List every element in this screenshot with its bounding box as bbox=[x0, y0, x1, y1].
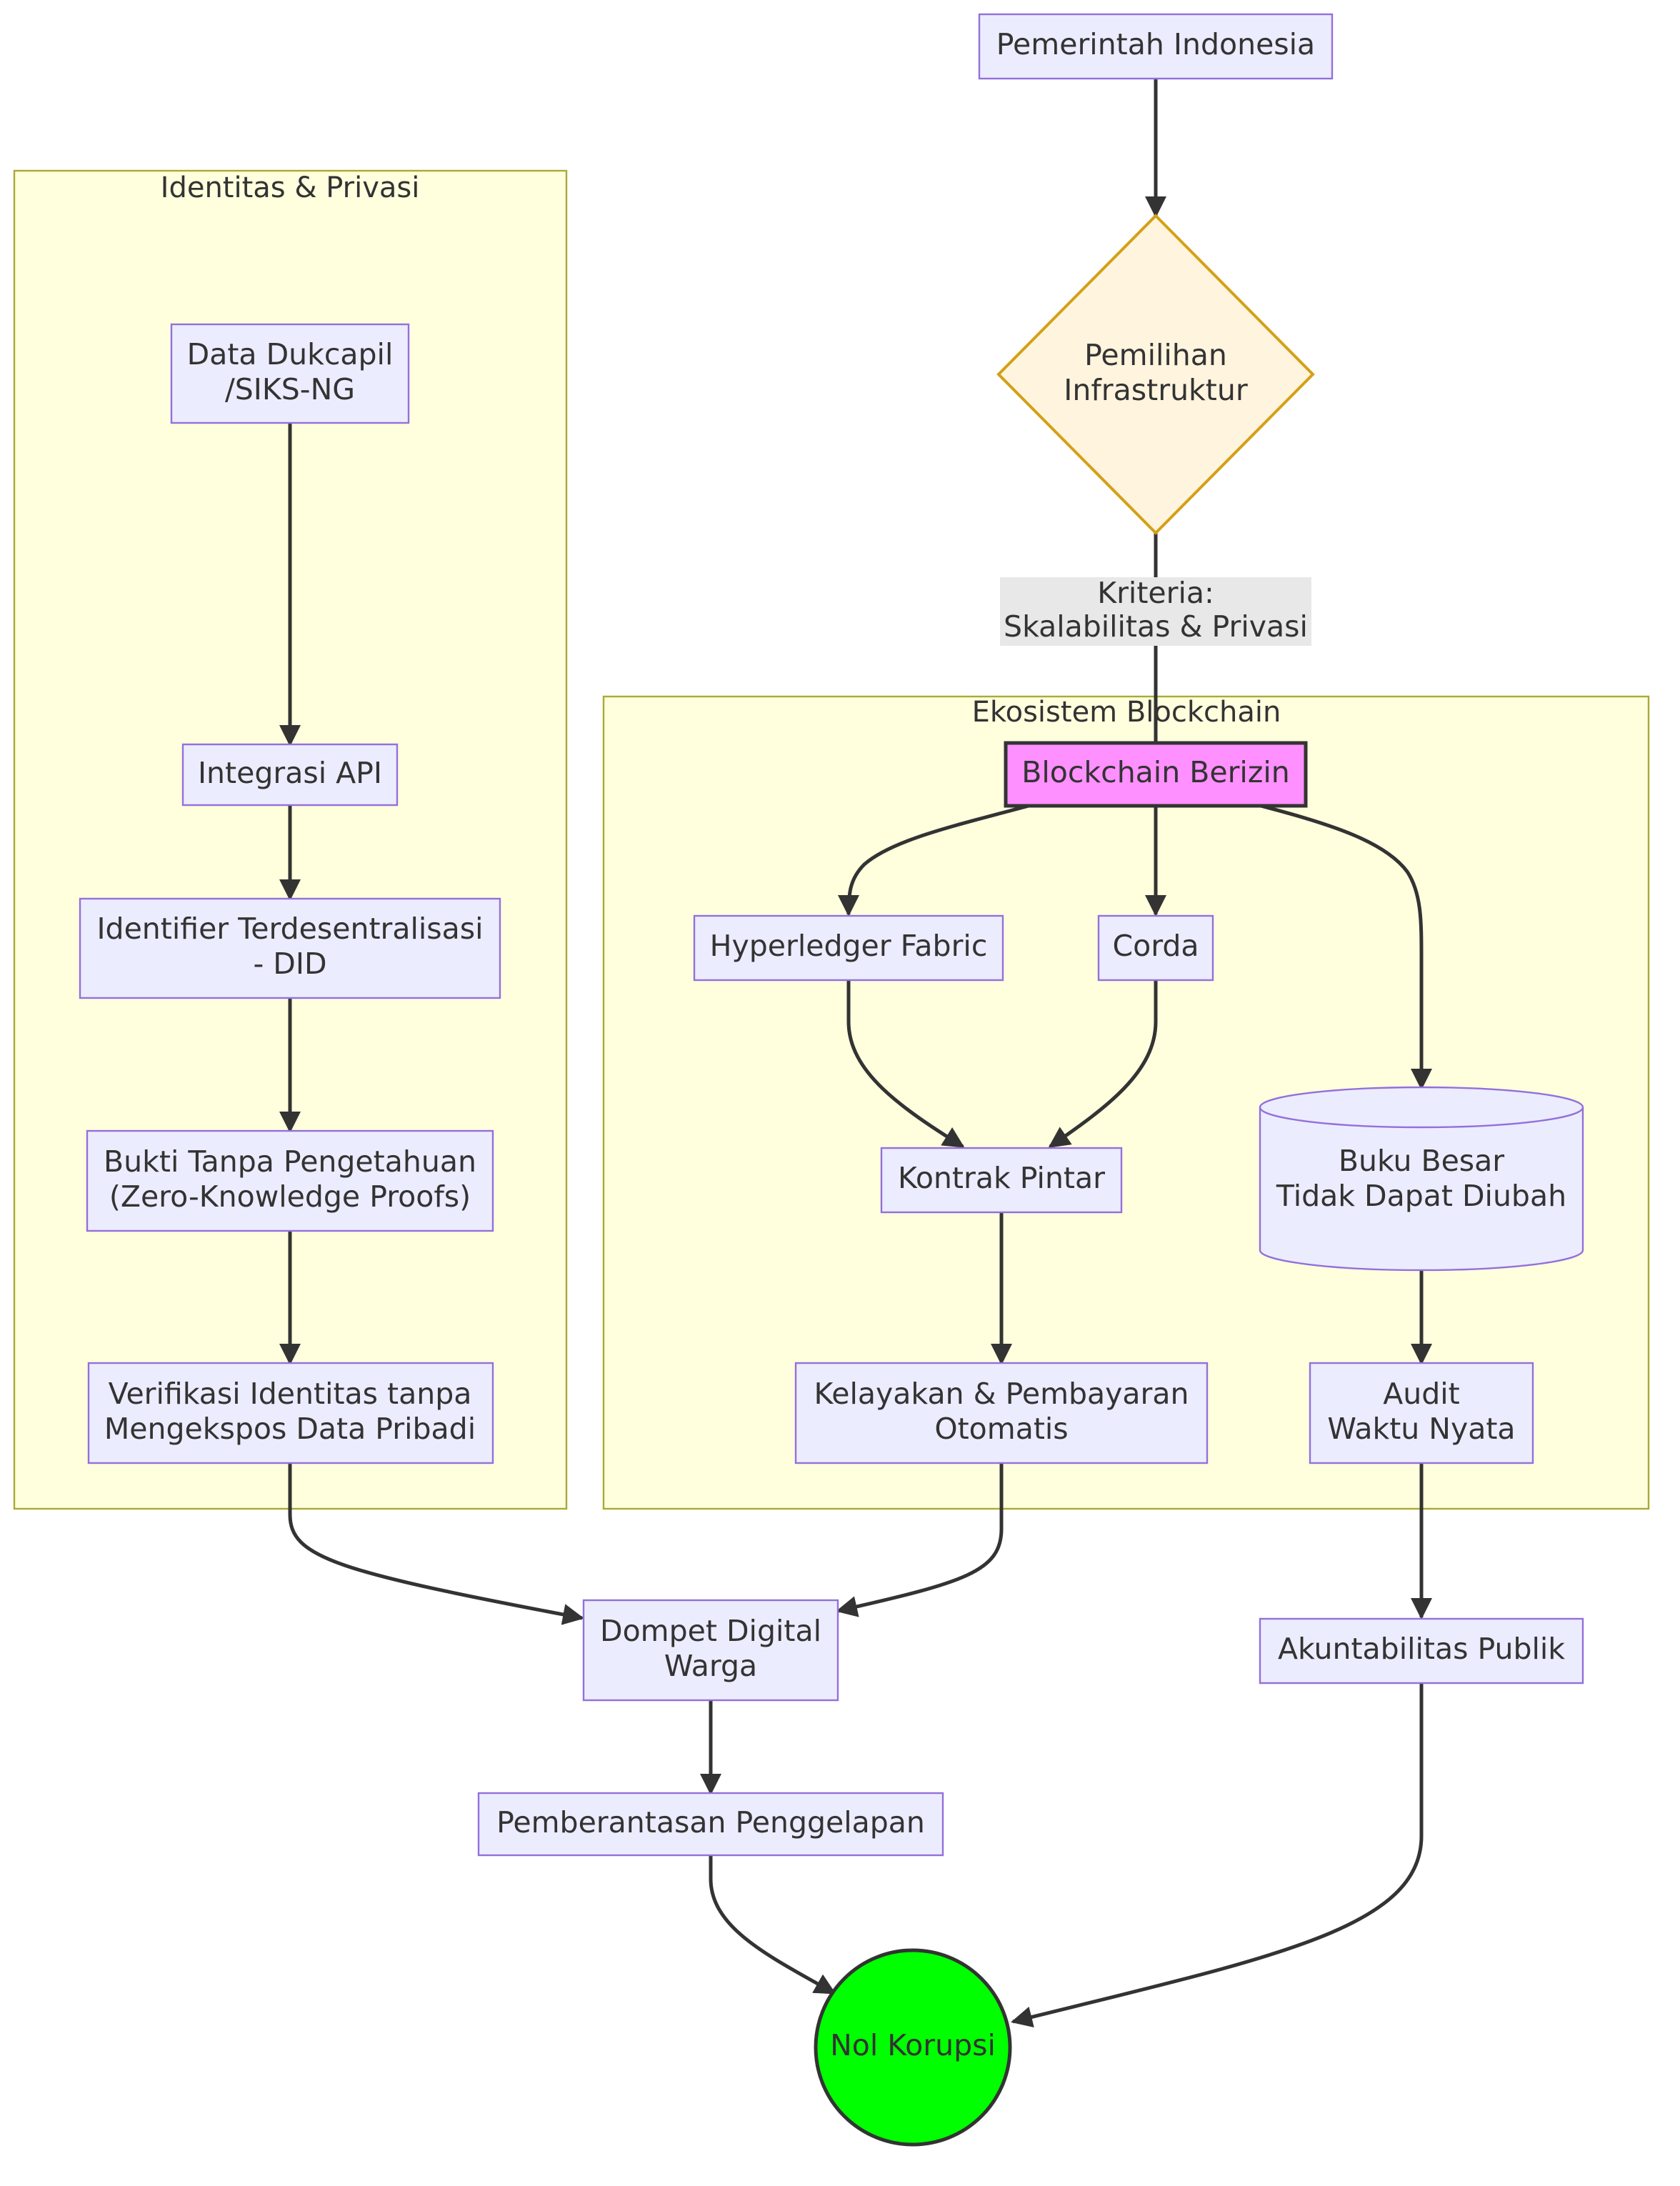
edge-permissioned-ledger bbox=[1260, 804, 1432, 1090]
node-embezzle-label: Pemberantasan Penggelapan bbox=[496, 1805, 925, 1840]
node-gov: Pemerintah Indonesia bbox=[978, 13, 1334, 80]
node-zero-label: Nol Korupsi bbox=[830, 2028, 996, 2062]
node-smart-label: Kontrak Pintar bbox=[898, 1161, 1105, 1195]
edge-label-criteria-line1: Kriteria: bbox=[1097, 576, 1214, 610]
node-permissioned-label: Blockchain Berizin bbox=[1021, 755, 1289, 789]
edge-label-criteria-line2: Skalabilitas & Privasi bbox=[1004, 609, 1308, 644]
node-wallet-line2: Warga bbox=[664, 1649, 757, 1683]
node-zkp: Bukti Tanpa Pengetahuan (Zero-Knowledge … bbox=[86, 1129, 494, 1232]
node-verify-line1: Verifikasi Identitas tanpa bbox=[109, 1377, 472, 1411]
edge-embezzle-zero bbox=[709, 1855, 836, 1995]
node-dukcapil-line2: /SIKS-NG bbox=[225, 372, 355, 406]
edge-accountability-zero bbox=[1011, 1683, 1424, 2028]
node-smart-contract: Kontrak Pintar bbox=[880, 1147, 1123, 1214]
node-eligibility-line2: Otomatis bbox=[934, 1412, 1068, 1446]
node-accountability: Akuntabilitas Publik bbox=[1259, 1617, 1584, 1685]
edge-permissioned-hyperledger bbox=[838, 804, 1029, 917]
node-hyperledger-label: Hyperledger Fabric bbox=[710, 929, 988, 963]
node-zkp-line1: Bukti Tanpa Pengetahuan bbox=[104, 1144, 476, 1179]
cluster-identity-title: Identitas & Privasi bbox=[161, 171, 420, 204]
node-did: Identifier Terdesentralisasi - DID bbox=[79, 897, 501, 999]
edges bbox=[279, 79, 1432, 2028]
node-audit-line1: Audit bbox=[1383, 1377, 1460, 1411]
node-audit: Audit Waktu Nyata bbox=[1309, 1362, 1534, 1464]
node-permissioned: Blockchain Berizin bbox=[1004, 741, 1308, 808]
node-infra-line2: Infrastruktur bbox=[1064, 373, 1248, 407]
edge-label-criteria: Kriteria: Skalabilitas & Privasi bbox=[1000, 576, 1311, 646]
node-did-line2: - DID bbox=[253, 947, 326, 981]
node-did-line1: Identifier Terdesentralisasi bbox=[96, 912, 483, 946]
node-api: Integrasi API bbox=[181, 743, 399, 807]
node-ledger-database: Buku Besar Tidak Dapat Diubah bbox=[1259, 1086, 1584, 1272]
node-wallet: Dompet Digital Warga bbox=[582, 1599, 839, 1702]
edge-eligibility-wallet bbox=[836, 1463, 1004, 1617]
node-ledger-line2: Tidak Dapat Diubah bbox=[1276, 1179, 1566, 1213]
node-verify: Verifikasi Identitas tanpa Mengekspos Da… bbox=[87, 1362, 494, 1464]
node-api-label: Integrasi API bbox=[198, 756, 382, 790]
node-audit-line2: Waktu Nyata bbox=[1327, 1412, 1515, 1446]
edge-corda-smart bbox=[1048, 980, 1158, 1149]
edge-verify-wallet bbox=[288, 1463, 584, 1625]
node-infra-line1: Pemilihan bbox=[1084, 338, 1227, 372]
node-infra-decision: Pemilihan Infrastruktur bbox=[996, 214, 1315, 535]
edge-hyperledger-smart bbox=[846, 980, 965, 1149]
node-corda-label: Corda bbox=[1113, 929, 1199, 963]
node-wallet-line1: Dompet Digital bbox=[600, 1614, 821, 1648]
node-embezzle: Pemberantasan Penggelapan bbox=[477, 1792, 944, 1857]
node-verify-line2: Mengekspos Data Pribadi bbox=[104, 1412, 476, 1446]
node-gov-label: Pemerintah Indonesia bbox=[996, 27, 1315, 61]
node-accountability-label: Akuntabilitas Publik bbox=[1278, 1632, 1565, 1666]
cluster-blockchain-title: Ekosistem Blockchain bbox=[972, 696, 1281, 729]
node-zkp-line2: (Zero-Knowledge Proofs) bbox=[109, 1179, 471, 1214]
node-eligibility-line1: Kelayakan & Pembayaran bbox=[814, 1377, 1189, 1411]
node-hyperledger: Hyperledger Fabric bbox=[693, 914, 1004, 982]
node-ledger-line1: Buku Besar bbox=[1339, 1144, 1504, 1178]
node-dukcapil-line1: Data Dukcapil bbox=[187, 337, 394, 371]
node-eligibility: Kelayakan & Pembayaran Otomatis bbox=[794, 1362, 1209, 1464]
node-zero-corruption-goal: Nol Korupsi bbox=[814, 1948, 1012, 2147]
node-dukcapil: Data Dukcapil /SIKS-NG bbox=[170, 323, 410, 424]
node-corda: Corda bbox=[1097, 914, 1214, 982]
